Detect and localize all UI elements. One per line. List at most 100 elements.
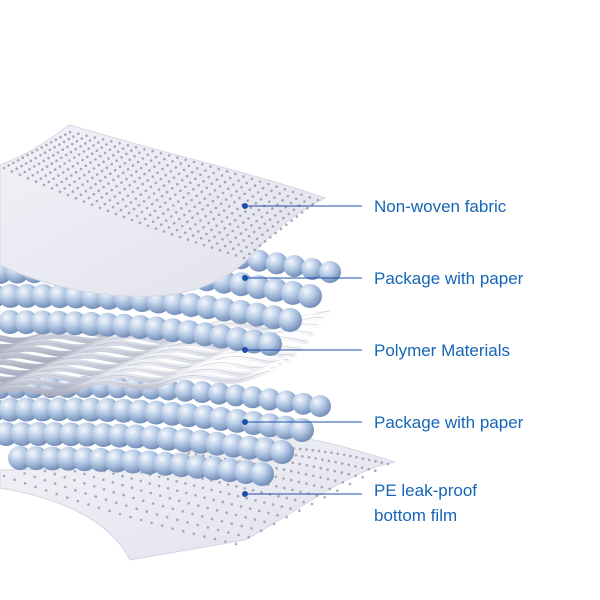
perforation-dot — [203, 197, 207, 200]
perforation-dot — [10, 170, 14, 173]
polymer-fiber-shade — [0, 370, 271, 394]
perforation-dot — [266, 229, 269, 232]
perforation-dot — [55, 183, 59, 187]
perforation-dot — [230, 194, 233, 197]
polymer-bead — [258, 332, 282, 356]
perforation-dot — [290, 219, 293, 222]
perforation-dot — [104, 175, 107, 179]
perforation-dot — [213, 189, 217, 192]
perforation-dot — [148, 169, 151, 172]
polymer-fiber-shade — [0, 362, 283, 387]
polymer-bead — [258, 388, 281, 411]
perforation-dot — [44, 174, 47, 177]
perforation-dot — [275, 484, 278, 488]
perforation-dot — [224, 198, 228, 201]
perforation-dot — [297, 480, 301, 484]
perforation-dot — [223, 244, 227, 248]
perforation-dot — [223, 227, 227, 230]
perforation-dot — [140, 210, 144, 214]
polymer-bead — [319, 261, 341, 283]
perforation-dot — [282, 477, 285, 480]
perforation-dot — [222, 209, 226, 212]
perforation-dot — [181, 510, 184, 513]
perforation-dot — [146, 224, 150, 228]
perforation-dot — [92, 167, 96, 170]
perforation-dot — [76, 161, 79, 165]
perforation-dot — [71, 190, 75, 193]
perforation-dot — [171, 527, 174, 530]
perforation-dot — [261, 233, 264, 236]
perforation-dot — [192, 484, 196, 487]
perforation-dot — [224, 540, 227, 543]
perforation-dot — [175, 228, 179, 232]
perforation-dot — [340, 462, 344, 465]
perforation-dot — [354, 465, 357, 468]
perforation-dot — [36, 171, 39, 174]
perforation-dot — [235, 485, 238, 488]
perforation-dot — [54, 138, 58, 141]
perforation-dot — [159, 494, 162, 498]
perforation-dot — [275, 466, 278, 470]
perforation-dot — [168, 197, 172, 201]
perforation-dot — [246, 199, 249, 202]
perforation-dot — [236, 494, 240, 498]
perforation-dot — [254, 499, 257, 502]
perforation-dot — [56, 151, 60, 154]
perforation-dot — [253, 184, 257, 187]
perforation-dot — [252, 213, 255, 216]
perforation-dot — [117, 175, 120, 178]
perforation-dot — [154, 155, 158, 159]
perforation-dot — [250, 177, 254, 181]
perforation-dot — [139, 193, 143, 196]
perforation-dot — [89, 161, 92, 164]
perforation-dot — [147, 196, 151, 199]
perforation-dot — [102, 488, 106, 491]
perforation-dot — [164, 173, 168, 177]
perforation-dot — [50, 162, 54, 165]
perforation-dot — [201, 486, 205, 490]
perforation-dot — [102, 185, 105, 189]
perforation-dot — [298, 509, 301, 512]
perforation-dot — [66, 168, 70, 171]
perforation-dot — [276, 220, 280, 224]
polymer-bead — [250, 462, 274, 486]
perforation-dot — [126, 194, 130, 197]
perforation-dot — [207, 221, 210, 225]
perforation-dot — [183, 213, 186, 217]
label-package-with-paper-upper: Package with paper — [374, 269, 524, 288]
perforation-dot — [163, 201, 167, 205]
perforation-dot — [107, 157, 110, 160]
perforation-dot — [234, 236, 237, 239]
perforation-dot — [200, 190, 203, 194]
perforation-dot — [212, 217, 216, 221]
perforation-dot — [195, 194, 198, 198]
perforation-dot — [129, 515, 132, 519]
perforation-dot — [190, 170, 194, 174]
perforation-dot — [216, 195, 220, 199]
perforation-dot — [55, 492, 58, 496]
perforation-dot — [225, 216, 229, 219]
perforation-dot — [102, 478, 105, 482]
perforation-dot — [146, 153, 150, 157]
polymer-bead — [309, 395, 331, 417]
perforation-dot — [240, 185, 243, 189]
perforation-dot — [239, 505, 243, 508]
perforation-dot — [94, 182, 97, 186]
perforation-dot — [324, 450, 327, 454]
perforation-dot — [196, 523, 199, 527]
perforation-dot — [244, 228, 248, 231]
polymer-bead — [298, 284, 322, 308]
perforation-dot — [305, 448, 308, 451]
perforation-dot — [327, 459, 331, 463]
perforation-dot — [29, 159, 33, 162]
perforation-dot — [197, 183, 200, 187]
perforation-dot — [160, 194, 164, 198]
perforation-dot — [49, 171, 52, 174]
perforation-dot — [111, 205, 115, 209]
perforation-dot — [76, 499, 80, 503]
polymer-bead — [247, 249, 270, 272]
perforation-dot — [151, 502, 155, 505]
perforation-dot — [39, 177, 43, 180]
perforation-dot — [175, 182, 179, 186]
perforation-dot — [97, 141, 100, 144]
